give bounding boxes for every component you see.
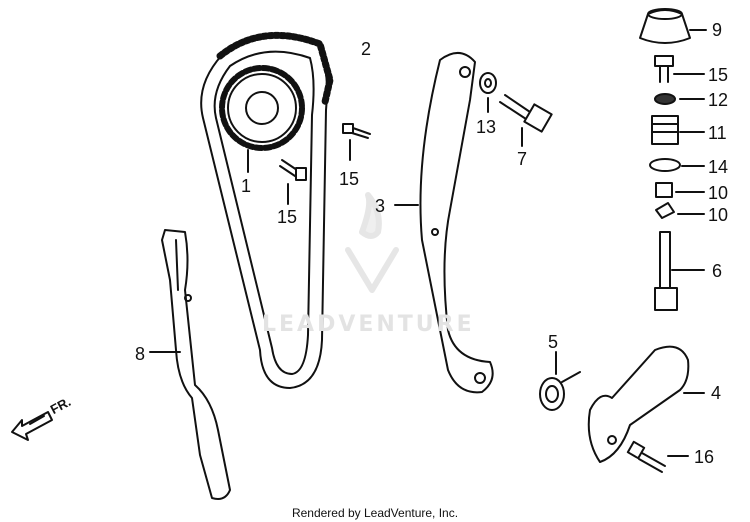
bolt-16 <box>626 440 689 473</box>
callout-13: 13 <box>476 117 497 137</box>
callout-15-right: 15 <box>708 65 729 85</box>
cam-chain <box>200 31 334 389</box>
front-arrow-icon <box>11 411 53 441</box>
chain-guide <box>149 229 231 500</box>
washer-13 <box>479 72 497 113</box>
watermark-logo <box>345 192 399 293</box>
tensioner-lifter <box>587 345 705 463</box>
spacer-10-lower <box>655 202 705 219</box>
cam-sprocket <box>219 65 305 173</box>
callout-6: 6 <box>712 261 723 281</box>
tensioner-push-rod <box>654 231 705 311</box>
bolt-15-upper <box>342 123 371 161</box>
washer-12 <box>654 93 705 105</box>
tensioner-spring <box>539 351 581 411</box>
callout-15-upper: 15 <box>339 169 360 189</box>
cam-chain-tensioner <box>394 52 494 394</box>
callout-16: 16 <box>694 447 715 467</box>
callout-8: 8 <box>135 344 146 364</box>
callout-5: 5 <box>548 332 559 352</box>
callout-10-lower: 10 <box>708 205 729 225</box>
callout-12: 12 <box>708 90 729 110</box>
callout-11: 11 <box>708 123 727 143</box>
bolt-15-right <box>654 55 705 83</box>
callout-2: 2 <box>361 39 372 59</box>
spacer-10-upper <box>655 182 705 198</box>
callout-1: 1 <box>241 176 252 196</box>
tensioner-nut <box>651 115 705 145</box>
callout-14: 14 <box>708 157 729 177</box>
callout-9: 9 <box>712 20 723 40</box>
pivot-bolt-7 <box>499 94 553 147</box>
o-ring <box>649 158 705 172</box>
callout-3: 3 <box>375 196 386 216</box>
tensioner-cap <box>639 8 707 44</box>
callout-7: 7 <box>517 149 528 169</box>
callout-15-lower: 15 <box>277 207 298 227</box>
footer-credit: Rendered by LeadVenture, Inc. <box>291 506 459 520</box>
watermark-text: LEADVENTURE <box>262 312 475 337</box>
bolt-15-lower <box>279 159 307 205</box>
callout-10-upper: 10 <box>708 183 729 203</box>
callout-4: 4 <box>711 383 722 403</box>
